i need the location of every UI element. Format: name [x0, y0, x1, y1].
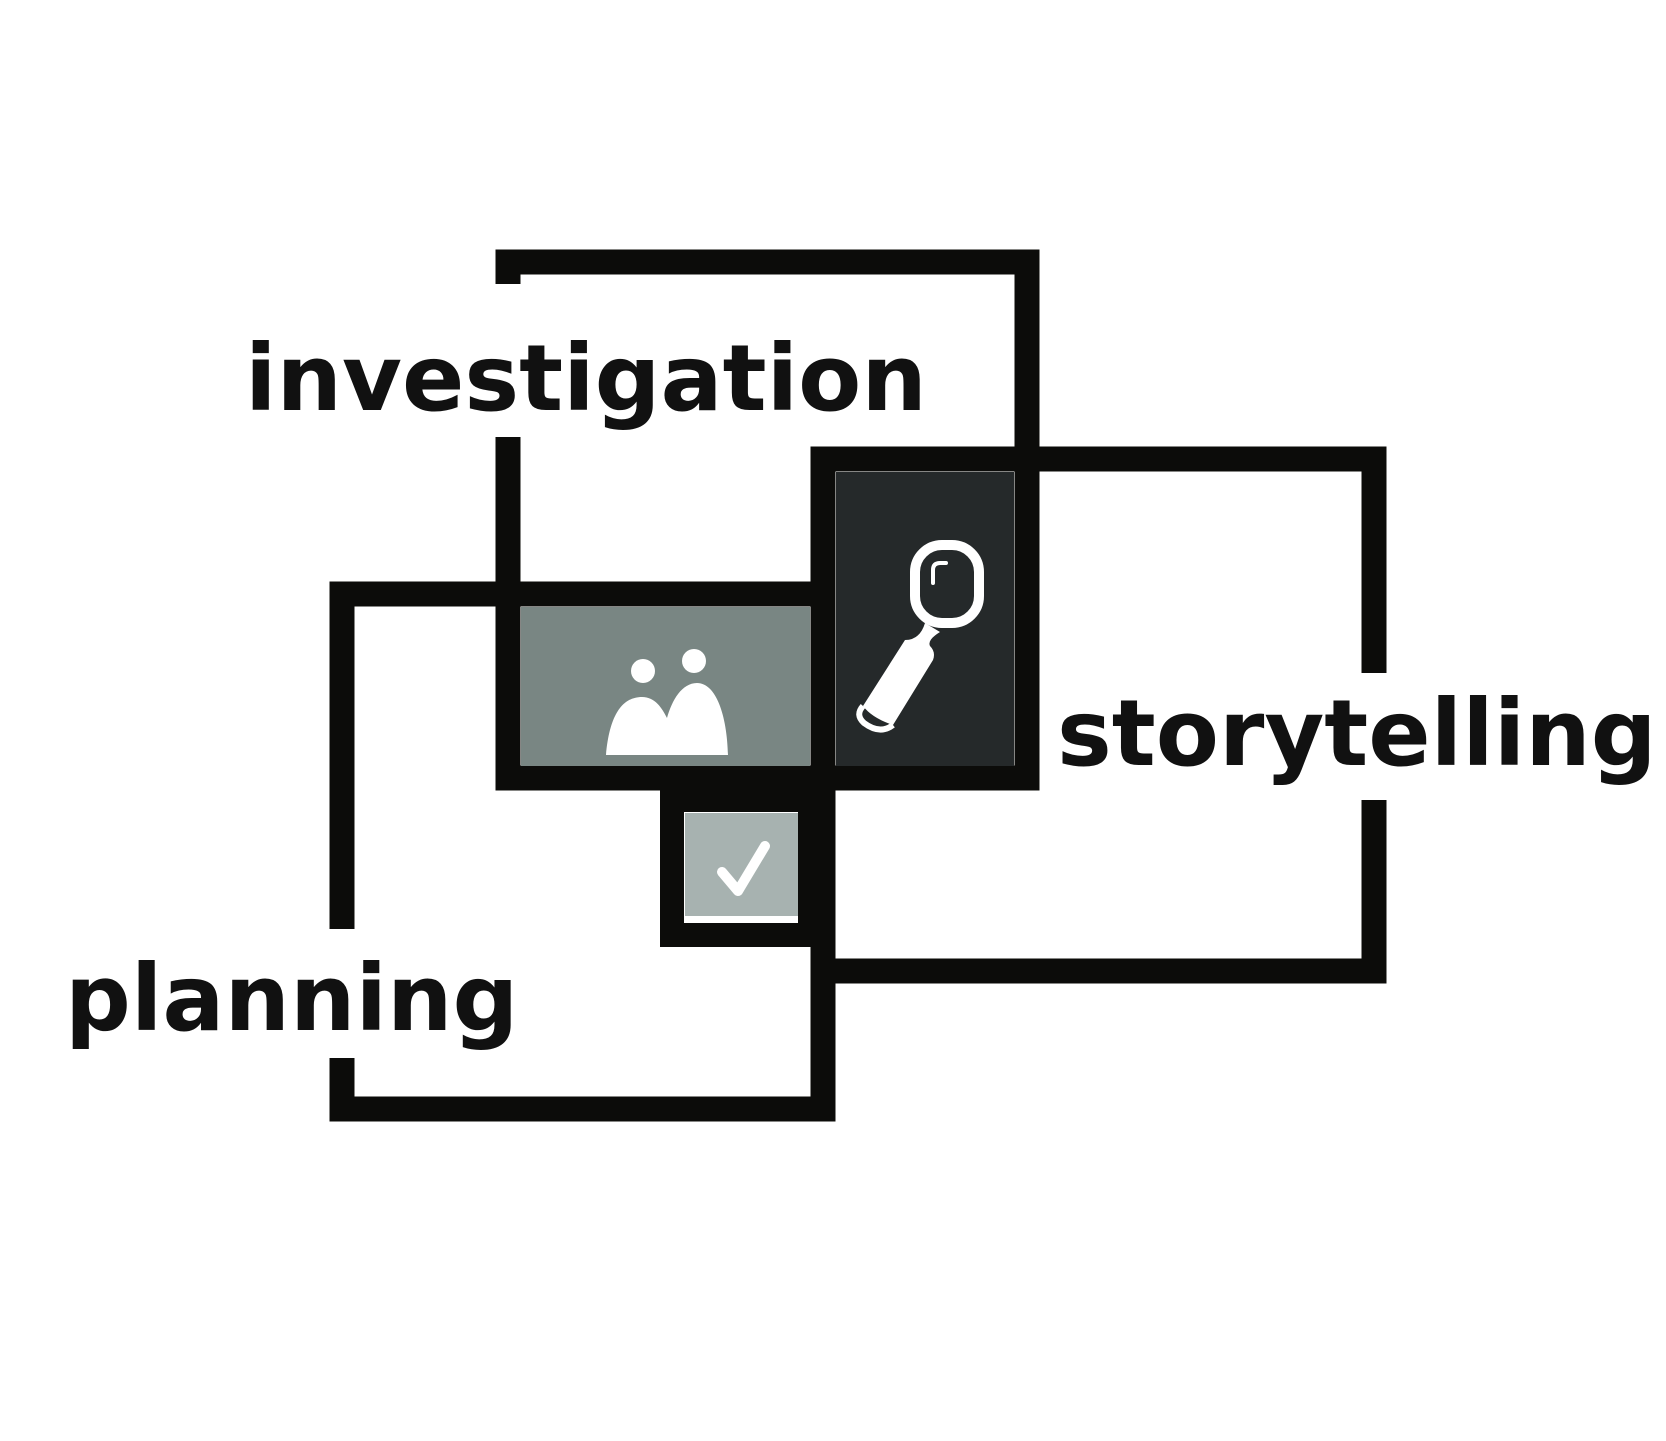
planning-box-frame — [660, 788, 822, 947]
planning-frame — [329, 581, 836, 1122]
checkmark-icon — [717, 841, 770, 896]
label-storytelling: storytelling — [1057, 680, 1657, 787]
label-investigation: investigation — [245, 325, 927, 432]
planning-panel — [685, 813, 798, 916]
magnifier-icon — [856, 540, 984, 733]
people-icon — [606, 649, 728, 755]
investigation-frame — [495, 249, 1040, 791]
label-planning: planning — [65, 945, 518, 1052]
